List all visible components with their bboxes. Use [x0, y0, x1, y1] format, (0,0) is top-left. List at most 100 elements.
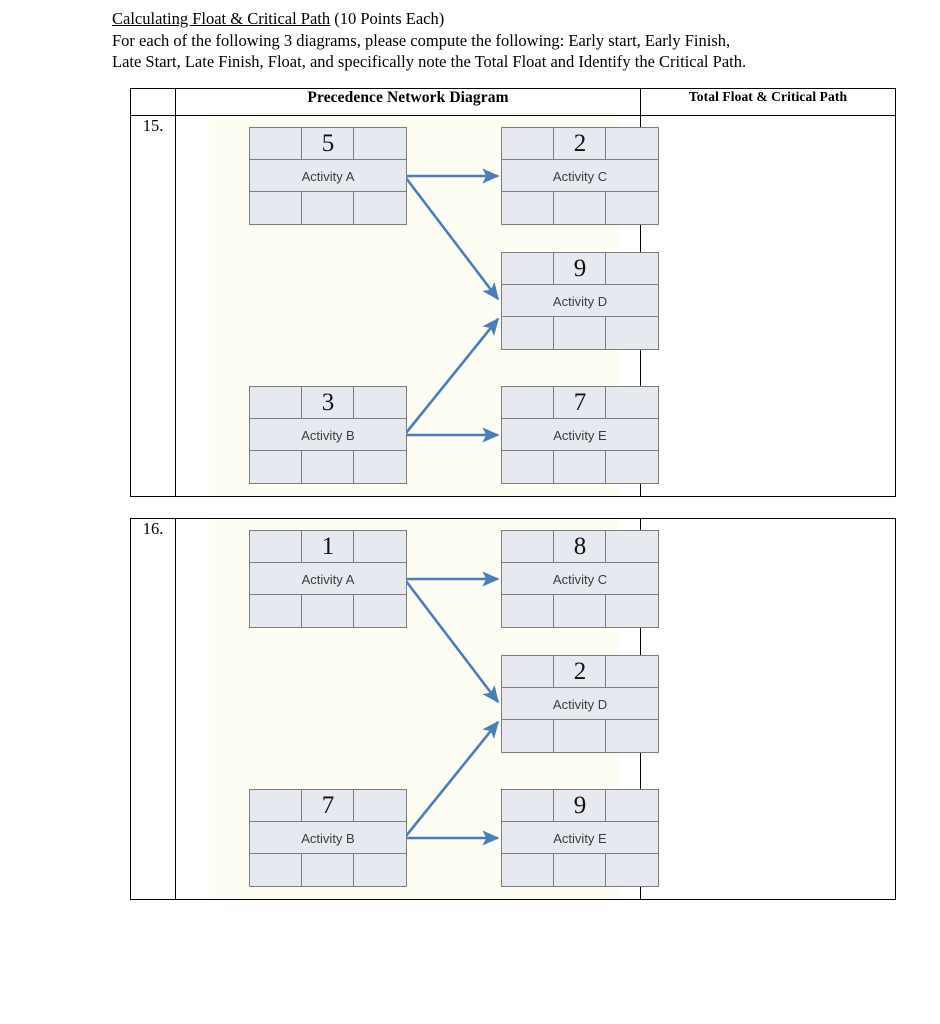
cell-late-start[interactable]: [501, 450, 555, 484]
node-top-row: 7: [501, 386, 659, 420]
node-top-row: 5: [249, 127, 407, 161]
node-name-row: Activity B: [249, 418, 407, 452]
instructions-line-3: Late Start, Late Finish, Float, and spec…: [112, 52, 747, 71]
node-name-row: Activity B: [249, 821, 407, 855]
node-bottom-row: [501, 191, 659, 225]
node-top-row: 7: [249, 789, 407, 823]
cell-early-start[interactable]: [501, 789, 555, 823]
cell-early-finish[interactable]: [353, 127, 407, 161]
cell-float[interactable]: [301, 594, 355, 628]
cell-duration[interactable]: 1: [301, 530, 355, 564]
cell-early-finish[interactable]: [353, 789, 407, 823]
cell-late-start[interactable]: [249, 853, 303, 887]
cell-float[interactable]: [301, 853, 355, 887]
activity-name-label: Activity C: [501, 562, 659, 596]
cell-duration[interactable]: 7: [553, 386, 607, 420]
cell-late-start[interactable]: [501, 316, 555, 350]
cell-late-finish[interactable]: [353, 191, 407, 225]
cell-late-finish[interactable]: [605, 853, 659, 887]
activity-name-label: Activity E: [501, 418, 659, 452]
cell-early-start[interactable]: [249, 789, 303, 823]
arrow-layer-15: [404, 168, 500, 443]
cell-float[interactable]: [553, 316, 607, 350]
arrow-a-to-d: [404, 580, 500, 704]
cell-early-start[interactable]: [501, 386, 555, 420]
cell-late-finish[interactable]: [353, 853, 407, 887]
cell-early-finish[interactable]: [353, 386, 407, 420]
cell-duration[interactable]: 3: [301, 386, 355, 420]
cell-late-finish[interactable]: [353, 450, 407, 484]
cell-duration[interactable]: 2: [553, 127, 607, 161]
node-top-row: 8: [501, 530, 659, 564]
cell-early-finish[interactable]: [353, 530, 407, 564]
cell-late-start[interactable]: [501, 191, 555, 225]
float-answer-cell-16[interactable]: [640, 518, 896, 900]
cell-duration[interactable]: 5: [301, 127, 355, 161]
cell-float[interactable]: [553, 853, 607, 887]
instructions-points: (10 Points Each): [330, 9, 445, 28]
cell-late-start[interactable]: [249, 191, 303, 225]
cell-float[interactable]: [553, 191, 607, 225]
instructions-block: Calculating Float & Critical Path (10 Po…: [112, 8, 902, 73]
activity-name-label: Activity B: [249, 418, 407, 452]
cell-early-finish[interactable]: [605, 386, 659, 420]
cell-late-finish[interactable]: [605, 316, 659, 350]
arrow-b-to-d: [404, 720, 500, 837]
cell-duration[interactable]: 2: [553, 655, 607, 689]
activity-name-label: Activity D: [501, 284, 659, 318]
cell-float[interactable]: [553, 719, 607, 753]
node-bottom-row: [501, 594, 659, 628]
cell-float[interactable]: [553, 594, 607, 628]
node-name-row: Activity E: [501, 418, 659, 452]
cell-early-start[interactable]: [501, 530, 555, 564]
cell-float[interactable]: [301, 450, 355, 484]
cell-late-start[interactable]: [501, 594, 555, 628]
cell-early-finish[interactable]: [605, 655, 659, 689]
cell-late-start[interactable]: [249, 594, 303, 628]
cell-early-start[interactable]: [501, 127, 555, 161]
cell-early-start[interactable]: [249, 530, 303, 564]
node-bottom-row: [249, 853, 407, 887]
cell-late-finish[interactable]: [605, 719, 659, 753]
cell-late-finish[interactable]: [605, 450, 659, 484]
node-name-row: Activity A: [249, 562, 407, 596]
arrow-b-to-d: [404, 317, 500, 434]
cell-late-start[interactable]: [501, 853, 555, 887]
cell-float[interactable]: [553, 450, 607, 484]
cell-early-finish[interactable]: [605, 530, 659, 564]
node-name-row: Activity C: [501, 562, 659, 596]
float-answer-cell-15[interactable]: [640, 115, 896, 497]
cell-early-start[interactable]: [249, 386, 303, 420]
cell-early-start[interactable]: [249, 127, 303, 161]
cell-late-finish[interactable]: [605, 191, 659, 225]
cell-duration[interactable]: 9: [553, 789, 607, 823]
cell-early-start[interactable]: [501, 252, 555, 286]
cell-early-finish[interactable]: [605, 252, 659, 286]
cell-early-start[interactable]: [501, 655, 555, 689]
cell-late-finish[interactable]: [605, 594, 659, 628]
node-bottom-row: [501, 853, 659, 887]
cell-late-start[interactable]: [501, 719, 555, 753]
activity-name-label: Activity C: [501, 159, 659, 193]
cell-late-finish[interactable]: [353, 594, 407, 628]
activity-name-label: Activity A: [249, 159, 407, 193]
cell-duration[interactable]: 9: [553, 252, 607, 286]
cell-float[interactable]: [301, 191, 355, 225]
cell-duration[interactable]: 7: [301, 789, 355, 823]
cell-duration[interactable]: 8: [553, 530, 607, 564]
cell-early-finish[interactable]: [605, 127, 659, 161]
cell-early-finish[interactable]: [605, 789, 659, 823]
cell-late-start[interactable]: [249, 450, 303, 484]
